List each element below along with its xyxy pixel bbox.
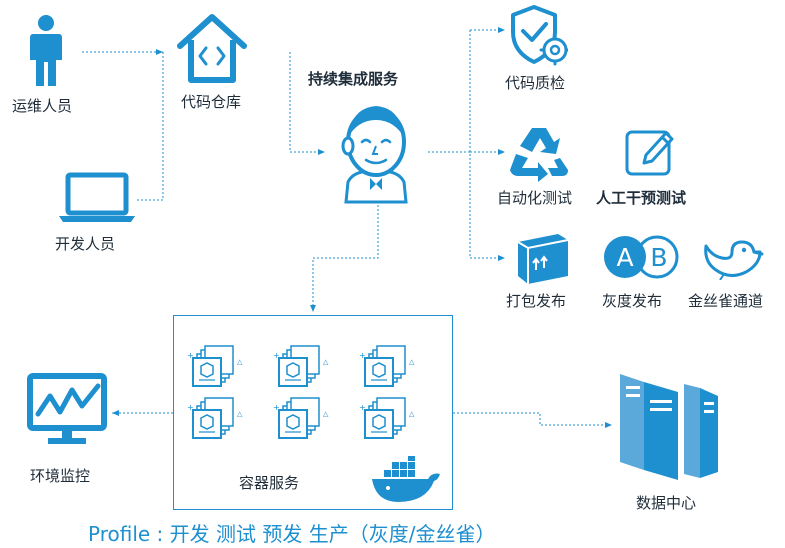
ab-left-letter: A [616,243,633,272]
container-service-box [173,315,453,510]
label-ci: 持续集成服务 [308,70,399,88]
label-quality: 代码质检 [505,74,566,92]
label-manualtest: 人工干预测试 [596,189,687,207]
monitor-icon [27,373,107,444]
shield-gear-icon [511,5,568,66]
ab-icon: A B [604,235,679,279]
container-stack-icon [358,345,416,387]
box-icon [517,234,569,284]
docker-whale-icon [372,456,440,502]
laptop-icon [59,172,135,222]
line-container-dc [453,412,612,428]
label-container: 容器服务 [239,474,300,492]
container-stack-icon [186,397,244,439]
ab-right-letter: B [650,243,667,272]
container-stack-icon [272,397,330,439]
label-monitor: 环境监控 [30,467,91,485]
label-autotest: 自动化测试 [497,189,573,207]
line-ci-container [310,205,379,312]
label-datacenter: 数据中心 [636,494,697,512]
label-repo: 代码仓库 [181,93,242,111]
label-canary: 金丝雀通道 [688,292,764,310]
edit-icon [625,130,674,176]
label-dev: 开发人员 [55,235,116,253]
label-ops: 运维人员 [12,97,73,115]
server-icon [620,374,718,480]
repo-house-icon [177,14,247,83]
label-package: 打包发布 [506,292,567,310]
label-gray: 灰度发布 [602,292,663,310]
container-stack-grid: + △ [186,345,416,439]
line-dev-repo [137,52,164,201]
profile-caption: Profile : 开发 测试 预发 生产（灰度/金丝雀） [88,522,496,546]
person-icon [30,15,62,86]
line-repo-ci [289,52,325,155]
container-stack-icon [272,345,330,387]
bird-icon [704,240,764,280]
container-stack-icon [186,345,244,387]
jenkins-icon [341,106,408,204]
container-stack-icon [358,397,416,439]
recycle-icon [510,128,568,182]
